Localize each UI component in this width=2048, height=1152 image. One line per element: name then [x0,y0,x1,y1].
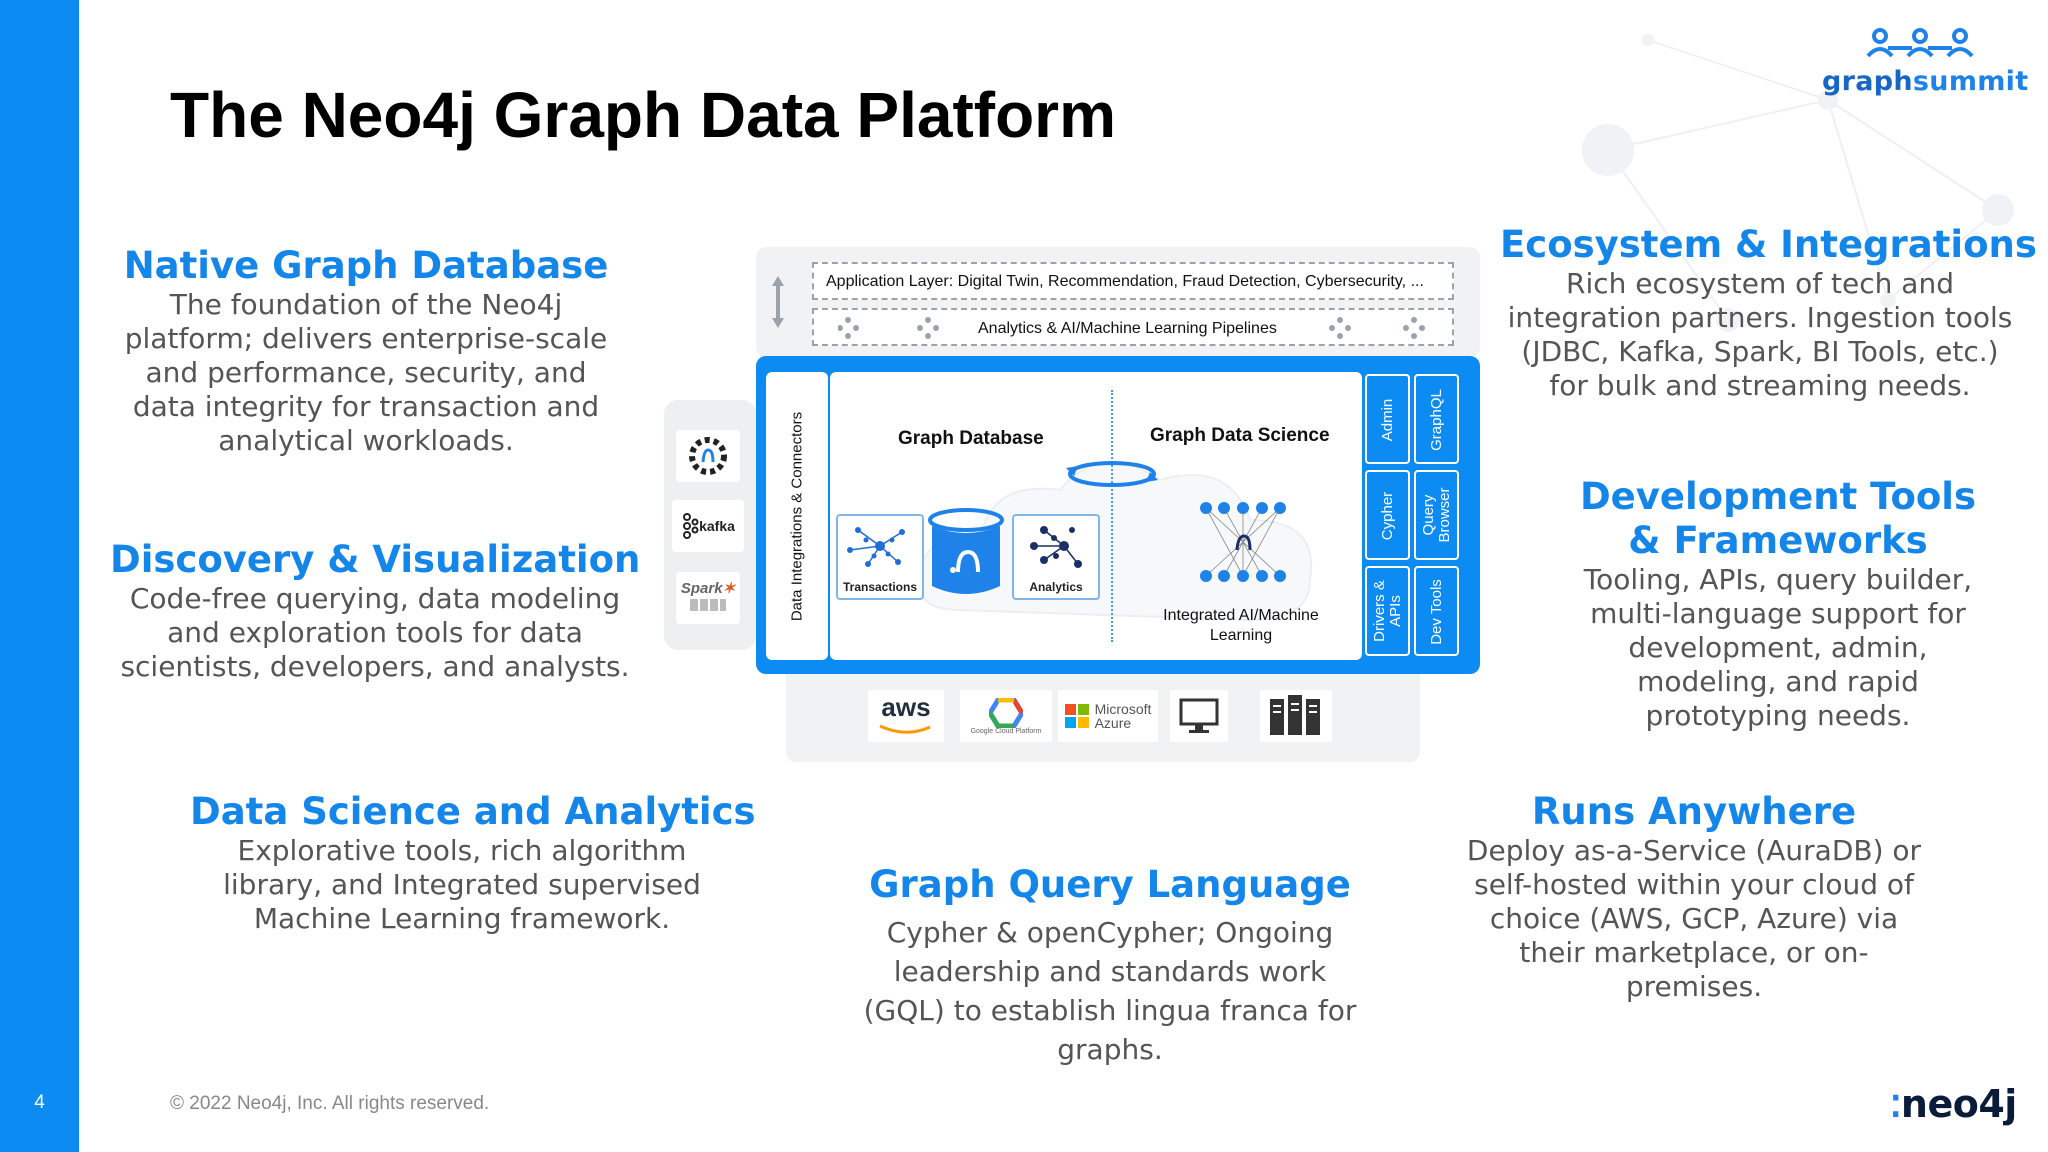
drivers-line-2: APIs [1387,595,1404,627]
kafka-icon [683,513,699,539]
neo4j-wordmark: neo4j [1900,1082,2017,1126]
feature-title: Runs Anywhere [1531,790,1857,833]
neural-network-icon [1200,502,1286,582]
azure-line-2: Azure [1094,715,1132,731]
network-background-graphic [1582,34,2014,332]
feature-title: Development Tools & Frameworks [1579,475,1977,562]
cell-admin: Admin [1365,374,1410,464]
feature-body: Rich ecosystem of tech and integration p… [1507,267,2013,402]
drivers-line-1: Drivers & [1371,580,1388,642]
graphsummit-logo-icon [1866,28,1974,58]
sync-arrows-icon [1066,461,1158,487]
gcp-label: Google Cloud Platform [970,727,1042,735]
cell-graphql: GraphQL [1414,374,1459,464]
feature-title: Native Graph Database [123,244,609,287]
analytics-tile: Analytics [1012,514,1100,600]
neo4j-logo: ⁚neo4j [1890,1082,2017,1126]
aws-label: aws [881,691,931,722]
gcp-tile: Google Cloud Platform [960,690,1052,742]
query-browser-line-1: Query [1420,494,1437,536]
cell-cypher: Cypher [1365,470,1410,560]
feature-data-science-analytics: Data Science and Analytics Explorative t… [190,790,756,936]
connector-tile-neo4j [676,430,740,482]
kafka-label: kafka [699,518,735,534]
gcp-hexagon-icon [989,697,1023,728]
page-number: 4 [34,1092,45,1113]
database-cylinder-icon [928,508,1004,594]
brand-part-graph: graph [1822,66,1913,97]
analytics-graph-icon [1030,526,1082,568]
ml-pipelines-label: Analytics & AI/Machine Learning Pipeline… [978,320,1277,337]
left-accent-bar [0,0,79,1152]
connector-tile-spark: Spark✶ [676,572,740,624]
brand-part-summit: summit [1912,66,2029,97]
copyright-notice: © 2022 Neo4j, Inc. All rights reserved. [170,1093,490,1114]
neo4j-dots-icon: ⁚ [1890,1090,1901,1125]
feature-discovery-visualization: Discovery & Visualization Code-free quer… [110,538,640,684]
aws-smile-icon [879,724,931,734]
graphsummit-wordmark: graphsummit [1822,66,2028,97]
feature-native-graph-database: Native Graph Database The foundation of … [110,244,622,458]
cypher-label: Cypher [1379,491,1396,541]
application-layer-box: Application Layer: Digital Twin, Recomme… [812,262,1454,300]
transactions-label: Transactions [842,580,918,594]
feature-title: Graph Query Language [869,863,1351,906]
query-browser-line-2: Browser [1436,487,1453,543]
feature-body: Explorative tools, rich algorithm librar… [223,834,701,935]
cell-dev-tools: Dev Tools [1414,566,1459,656]
microsoft-logo-icon [1064,704,1089,728]
azure-line-1: Microsoft [1094,701,1152,717]
cell-drivers-apis: Drivers &APIs [1365,566,1410,656]
graphql-label: GraphQL [1428,389,1445,451]
admin-label: Admin [1379,398,1396,442]
dev-tools-label: Dev Tools [1428,579,1445,645]
up-down-arrow-icon [772,276,784,328]
integrated-ml-caption: Integrated AI/Machine Learning [1163,607,1319,644]
graph-data-science-heading: Graph Data Science [1150,425,1330,446]
connector-tile-kafka: kafka [672,500,744,552]
graph-database-heading: Graph Database [898,428,1044,449]
feature-body: Tooling, APIs, query builder, multi-lang… [1583,563,1973,732]
feature-title: Ecosystem & Integrations [1500,223,2037,266]
core-divider [1111,390,1113,642]
feature-body: Cypher & openCypher; Ongoing leadership … [863,916,1357,1066]
connector-gear-icon [689,437,727,475]
desktop-monitor-icon [1179,698,1219,733]
spark-label: Spark [680,580,723,597]
feature-ecosystem-integrations: Ecosystem & Integrations Rich ecosystem … [1500,223,2037,403]
application-layer-label: Application Layer: Digital Twin, Recomme… [826,273,1424,290]
transactions-tile: Transactions [836,514,924,600]
feature-development-tools: Development Tools & Frameworks Tooling, … [1538,475,2018,733]
pipeline-nodes-icon [838,317,1425,339]
feature-graph-query-language: Graph Query Language Cypher & openCypher… [848,863,1372,1069]
data-integrations-column [766,372,828,660]
drivers-apis-label: Drivers &APIs [1371,566,1404,656]
on-premises-tile [1260,690,1332,742]
data-integrations-label: Data Integrations & Connectors [788,411,806,622]
slide-title: The Neo4j Graph Data Platform [170,79,1116,151]
spark-grid-icon [690,599,726,611]
aws-tile: aws [868,690,944,742]
feature-body: Code-free querying, data modeling and ex… [120,582,630,683]
spark-star-icon: ✶ [722,580,736,597]
feature-runs-anywhere: Runs Anywhere Deploy as-a-Service (AuraD… [1456,790,1932,1004]
transactions-graph-icon [847,527,905,567]
feature-title: Data Science and Analytics [190,790,756,833]
server-rack-icon [1270,695,1320,735]
feature-title: Discovery & Visualization [110,538,641,581]
desktop-tile [1170,690,1228,742]
feature-body: The foundation of the Neo4j platform; de… [124,288,608,457]
analytics-label: Analytics [1029,580,1083,594]
feature-body: Deploy as-a-Service (AuraDB) or self-hos… [1466,834,1922,1003]
